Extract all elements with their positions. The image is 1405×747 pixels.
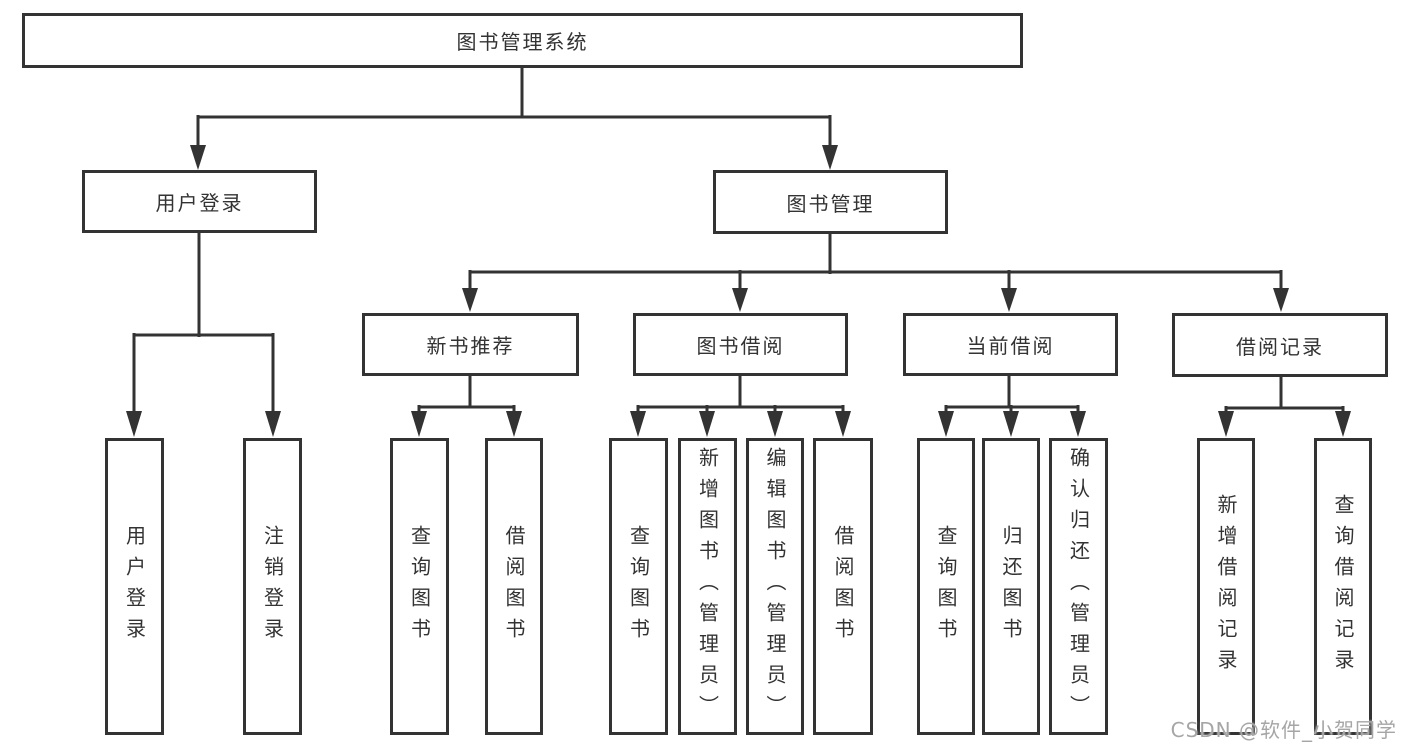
node-current-borrowing-label: 当前借阅: [966, 334, 1055, 358]
leaf-edit-book-admin: 编辑图书（管理员）: [746, 438, 804, 735]
leaf-query-borrow-record: 查询借阅记录: [1314, 438, 1372, 735]
node-book-borrowing-label: 图书借阅: [696, 334, 785, 358]
node-new-book-recommend-label: 新书推荐: [426, 334, 515, 358]
watermark: CSDN @软件_小贺同学: [1170, 718, 1397, 742]
leaf-add-borrow-record: 新增借阅记录: [1197, 438, 1255, 735]
leaf-return-book: 归还图书: [982, 438, 1040, 735]
leaf-confirm-return-admin: 确认归还（管理员）: [1049, 438, 1108, 735]
node-library-system-label: 图书管理系统: [456, 30, 589, 54]
leaf-borrow-books-recommend: 借阅图书: [485, 438, 543, 735]
leaf-logout: 注销登录: [243, 438, 302, 735]
node-user-login-group: 用户登录: [82, 170, 317, 233]
leaf-query-books-recommend: 查询图书: [390, 438, 449, 735]
arrowheads: [126, 145, 1351, 437]
node-borrowing-records-label: 借阅记录: [1236, 334, 1324, 359]
leaf-query-books-current: 查询图书: [917, 438, 975, 735]
node-book-management: 图书管理: [713, 170, 948, 234]
node-user-login-group-label: 用户登录: [155, 191, 244, 215]
leaf-query-books-borrowing: 查询图书: [609, 438, 668, 735]
leaf-add-book-admin: 新增图书（管理员）: [678, 438, 737, 735]
node-book-management-label: 图书管理: [786, 191, 875, 216]
node-new-book-recommend: 新书推荐: [362, 313, 579, 376]
node-book-borrowing: 图书借阅: [633, 313, 848, 376]
node-current-borrowing: 当前借阅: [903, 313, 1118, 376]
leaf-user-login: 用户登录: [105, 438, 164, 735]
node-library-system: 图书管理系统: [22, 13, 1023, 68]
leaf-borrow-books-borrowing: 借阅图书: [813, 438, 873, 735]
node-borrowing-records: 借阅记录: [1172, 313, 1388, 377]
